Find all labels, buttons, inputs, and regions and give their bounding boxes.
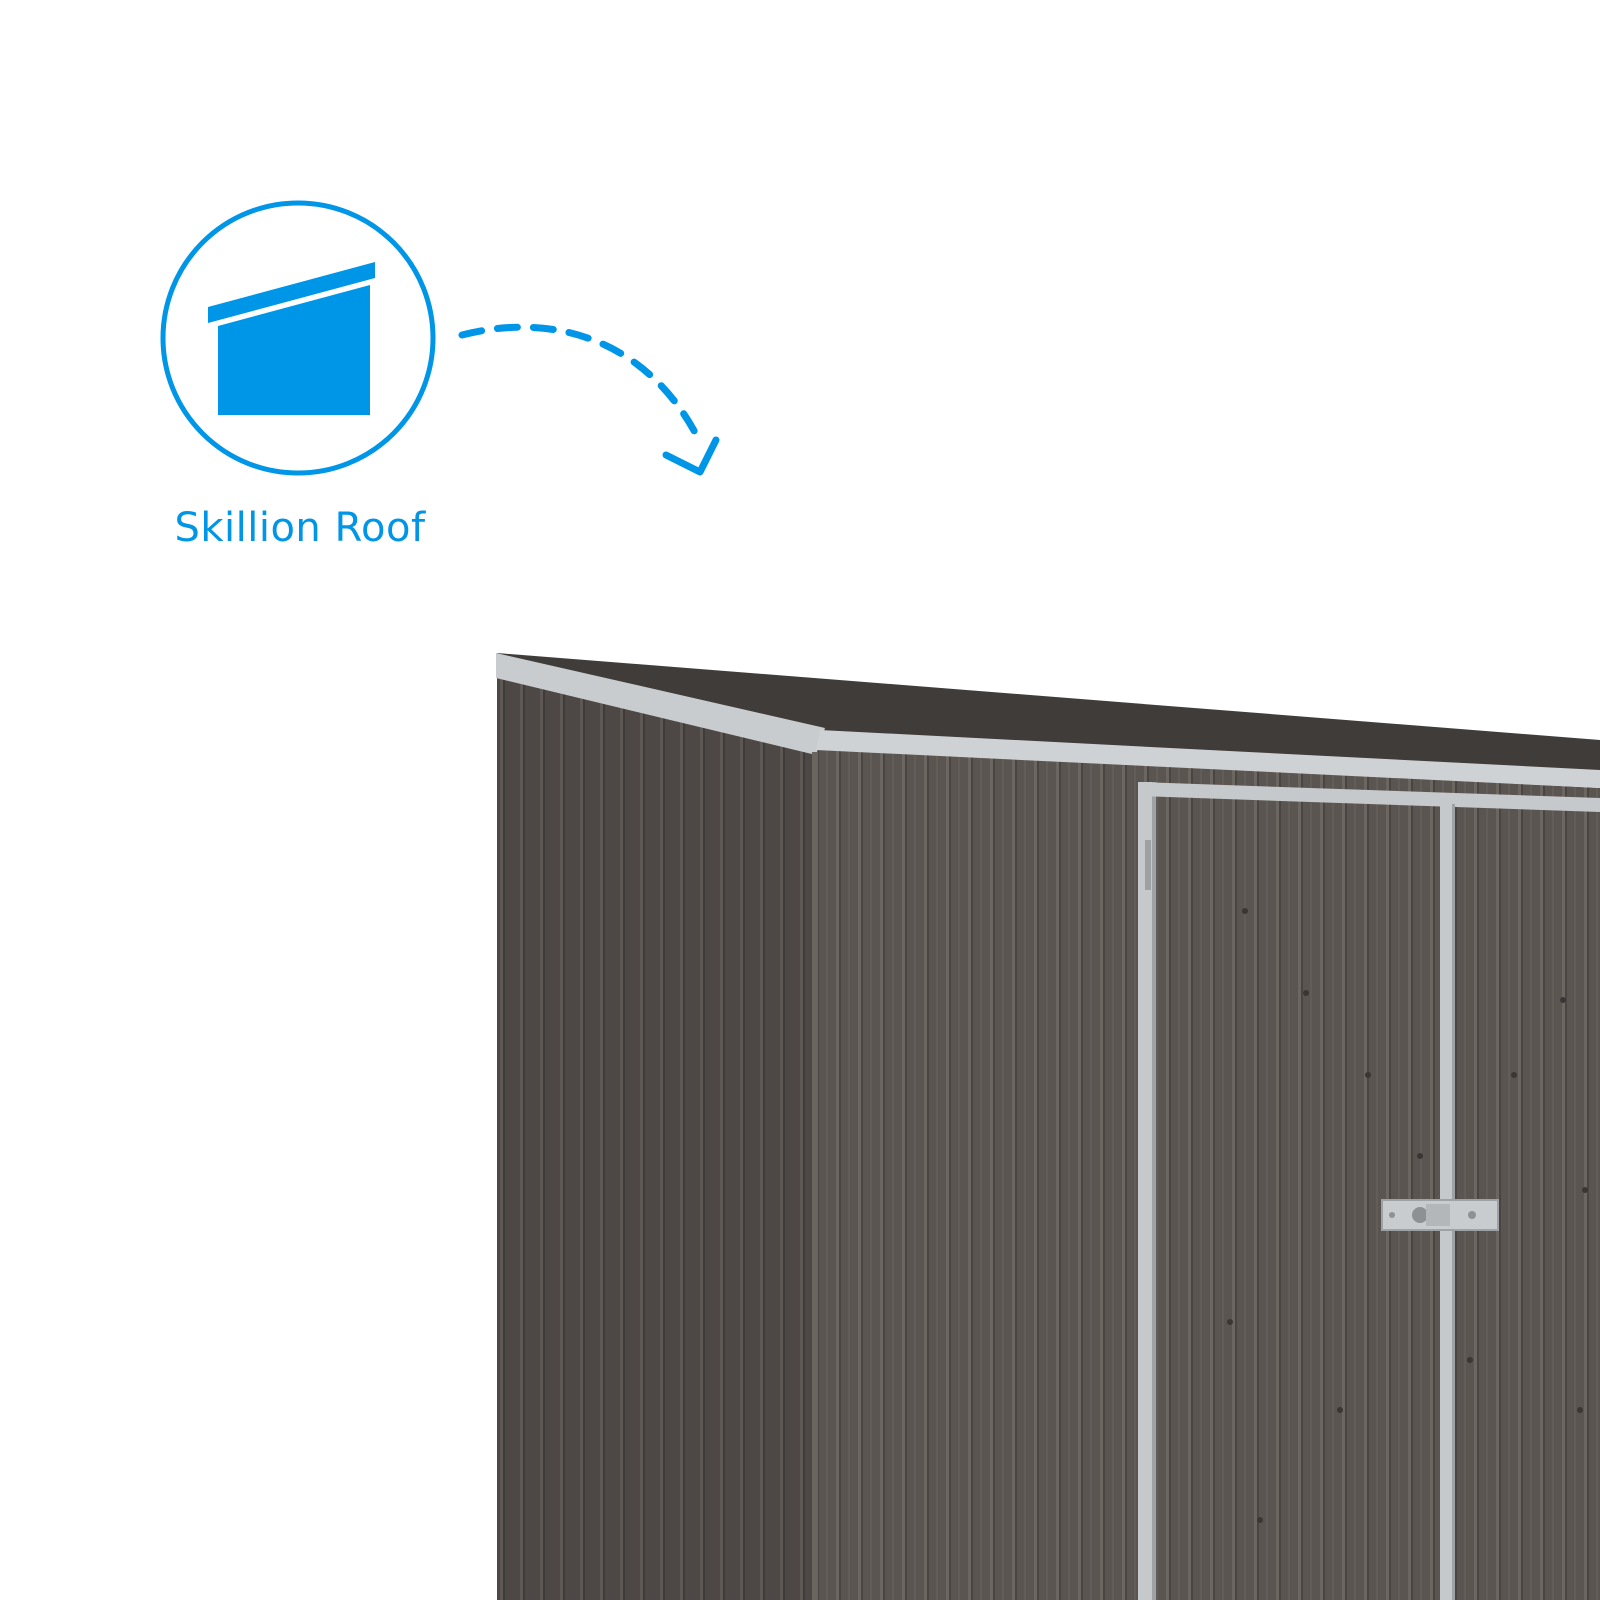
feature-label: Skillion Roof bbox=[174, 505, 426, 551]
shed-side-wall bbox=[497, 675, 816, 1600]
shed-front-wall bbox=[816, 748, 1600, 1600]
roof-fascia-trim bbox=[816, 730, 1600, 788]
skillion-roof-badge bbox=[160, 200, 436, 476]
corner-trim bbox=[812, 752, 818, 1600]
badge-ring bbox=[160, 200, 436, 476]
door-hinge bbox=[1145, 840, 1151, 890]
rivets bbox=[1227, 908, 1588, 1523]
skillion-roof-icon bbox=[208, 262, 375, 415]
dashed-arrow-icon bbox=[458, 323, 720, 476]
door-frame-left bbox=[1138, 782, 1154, 1600]
door-frame-top bbox=[1138, 782, 1600, 812]
garden-shed bbox=[496, 653, 1600, 1600]
roof-barge-trim bbox=[496, 653, 825, 755]
door-latch bbox=[1381, 1199, 1499, 1231]
shed-roof bbox=[496, 653, 1600, 780]
